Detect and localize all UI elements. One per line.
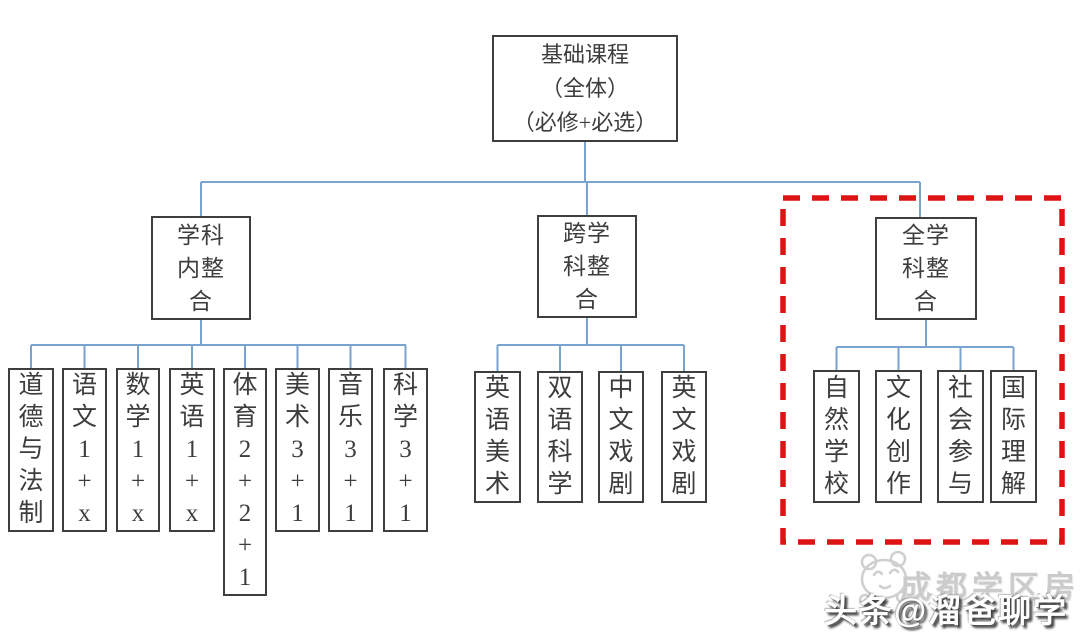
- leaf-node-science: 科 学 3 + 1: [383, 368, 428, 532]
- leaf-node-art: 美 术 3 + 1: [275, 368, 320, 532]
- leaf-node-english: 英 语 1 + x: [169, 368, 215, 532]
- leaf-node-morality-law: 道 德 与 法 制: [8, 368, 54, 532]
- leaf-node-culture-creation: 文 化 创 作: [875, 370, 922, 503]
- leaf-node-chinese: 语 文 1 + x: [62, 368, 107, 532]
- leaf-node-chinese-drama: 中 文 戏 剧: [598, 371, 644, 503]
- branch-node-all-subject: 全学 科整 合: [875, 217, 977, 320]
- watermark-headline-text: 头条@溜爸聊学区: [824, 592, 1069, 629]
- leaf-node-music: 音 乐 3 + 1: [328, 368, 373, 532]
- leaf-node-nature-school: 自 然 学 校: [813, 370, 860, 503]
- watermark-gray-text: 成都学区房: [900, 570, 1080, 605]
- leaf-node-social-participation: 社 会 参 与: [937, 370, 984, 503]
- leaf-node-english-drama: 英 文 戏 剧: [661, 371, 707, 503]
- root-node: 基础课程 （全体） （必修+必选）: [492, 35, 678, 142]
- branch-node-subject-internal: 学科 内整 合: [151, 216, 251, 320]
- branch-node-cross-subject: 跨学 科整 合: [537, 215, 637, 318]
- leaf-node-english-art: 英 语 美 术: [474, 371, 521, 503]
- leaf-node-international-understanding: 国 际 理 解: [990, 370, 1037, 503]
- highlight-dashed-box: [780, 195, 1065, 545]
- leaf-node-bilingual-science: 双 语 科 学: [537, 371, 583, 503]
- leaf-node-math: 数 学 1 + x: [116, 368, 160, 532]
- panda-face-icon: [858, 551, 909, 607]
- leaf-node-pe: 体 育 2 + 2 + 1: [223, 368, 267, 596]
- tree-connectors: [30, 142, 1015, 371]
